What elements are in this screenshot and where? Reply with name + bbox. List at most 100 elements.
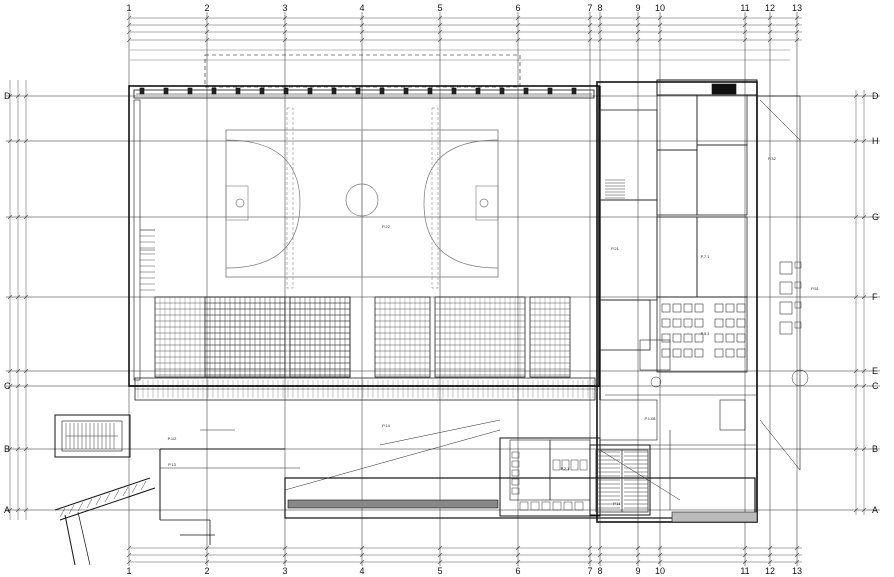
cafe-table <box>736 348 746 358</box>
cafe-table <box>714 318 724 328</box>
north-wall-band <box>133 89 595 99</box>
grid-label-top-5: 5 <box>437 3 442 13</box>
grid-label-bottom-4: 4 <box>359 566 364 576</box>
south-corridor <box>284 477 756 519</box>
grid-label-bottom-10: 10 <box>655 566 665 576</box>
room-cell <box>719 399 746 431</box>
grid-label-top-11: 11 <box>740 3 749 13</box>
grid-label-bottom-12: 12 <box>765 566 775 576</box>
column-pier <box>163 87 169 95</box>
cafe-table <box>725 318 735 328</box>
cafe-table <box>714 303 724 313</box>
room-label-hall: P.22 <box>382 224 390 229</box>
terrace-table <box>779 321 793 335</box>
room-label-office: P.7.1 <box>701 254 711 259</box>
cafe-table <box>661 318 671 328</box>
grid-label-top-7: 7 <box>587 3 592 13</box>
east-wing-outline <box>596 81 758 523</box>
grid-label-bottom-11: 11 <box>740 566 749 576</box>
three-point-arc <box>423 139 499 269</box>
wc-pan <box>511 451 520 459</box>
grid-label-right-A: A <box>872 505 878 515</box>
room-cell <box>599 399 658 441</box>
diagonal-line <box>379 419 501 446</box>
column-pier <box>331 87 337 95</box>
grid-label-right-C: C <box>872 381 879 391</box>
wc-pan <box>570 459 579 471</box>
room-cell <box>656 216 698 298</box>
east-wing-rooms <box>160 94 757 510</box>
cafe-table <box>661 333 671 343</box>
cafe-table <box>714 333 724 343</box>
grid-label-top-10: 10 <box>655 3 665 13</box>
key-area <box>475 185 499 221</box>
grid-label-bottom-2: 2 <box>204 566 209 576</box>
ramp-hatch <box>131 483 138 494</box>
room-label-wc: P.2.1 <box>561 466 571 471</box>
column-pier <box>355 87 361 95</box>
cafe-table <box>736 318 746 328</box>
column-pier <box>307 87 313 95</box>
cafe-table <box>725 303 735 313</box>
grid-label-bottom-5: 5 <box>437 566 442 576</box>
ramp-edge <box>77 511 91 566</box>
wc-pan <box>511 487 520 495</box>
column-pier <box>259 87 265 95</box>
column-pier <box>499 87 505 95</box>
room-cell <box>656 296 748 373</box>
bleachers-seating <box>134 229 596 401</box>
grid-label-right-H: H <box>872 136 879 146</box>
room-label-store: P.21 <box>611 246 619 251</box>
room-cell <box>656 94 698 151</box>
terrace-table <box>779 301 793 315</box>
cafe-table <box>694 318 704 328</box>
cafe-table <box>725 348 735 358</box>
ramp-hatch <box>122 486 129 497</box>
cafe-table <box>683 303 693 313</box>
room-label-lobby: P.14 <box>382 423 390 428</box>
room-cell <box>599 109 658 201</box>
room-cell <box>696 144 748 216</box>
room-cell <box>599 199 658 301</box>
column-pier <box>235 87 241 95</box>
cafe-table <box>694 333 704 343</box>
wc-pan <box>552 459 561 471</box>
room-label-stairs: P.11 <box>613 501 621 506</box>
fixture <box>650 376 662 388</box>
grid-label-top-13: 13 <box>792 3 802 13</box>
cafe-table <box>672 303 682 313</box>
room-label-cafe: P.5.3 <box>701 331 711 336</box>
wc-pan <box>561 459 570 471</box>
ramp-edge <box>59 487 156 521</box>
hatched-slab <box>671 511 758 523</box>
roof-overhang <box>204 54 521 88</box>
cafe-table <box>672 318 682 328</box>
cafe-table <box>672 348 682 358</box>
sink <box>541 501 551 511</box>
grid-label-top-8: 8 <box>597 3 602 13</box>
grid-label-left-D: D <box>4 91 11 101</box>
ramp-edge <box>64 514 76 566</box>
grid-label-right-G: G <box>872 212 879 222</box>
room-label-corridor: P.1/2 <box>168 436 178 441</box>
cafe-table <box>683 318 693 328</box>
ramp-edge <box>54 477 151 511</box>
chair <box>794 261 802 269</box>
terrace-table <box>779 261 793 275</box>
wc-pan <box>511 460 520 468</box>
wc-pan <box>511 469 520 477</box>
grid-label-bottom-6: 6 <box>515 566 520 576</box>
cafe-table <box>661 348 671 358</box>
stairs <box>65 179 649 513</box>
divider-curtain <box>286 107 294 289</box>
building-walls <box>54 54 801 566</box>
grid-label-bottom-8: 8 <box>597 566 602 576</box>
hoop <box>235 198 245 208</box>
column-pier <box>139 87 145 95</box>
room-cell <box>696 94 748 146</box>
cafe-table <box>683 348 693 358</box>
divider-curtain <box>431 107 439 289</box>
diagonal-brace <box>759 99 801 141</box>
furniture-tables <box>511 261 809 511</box>
grid-label-right-F: F <box>872 292 878 302</box>
